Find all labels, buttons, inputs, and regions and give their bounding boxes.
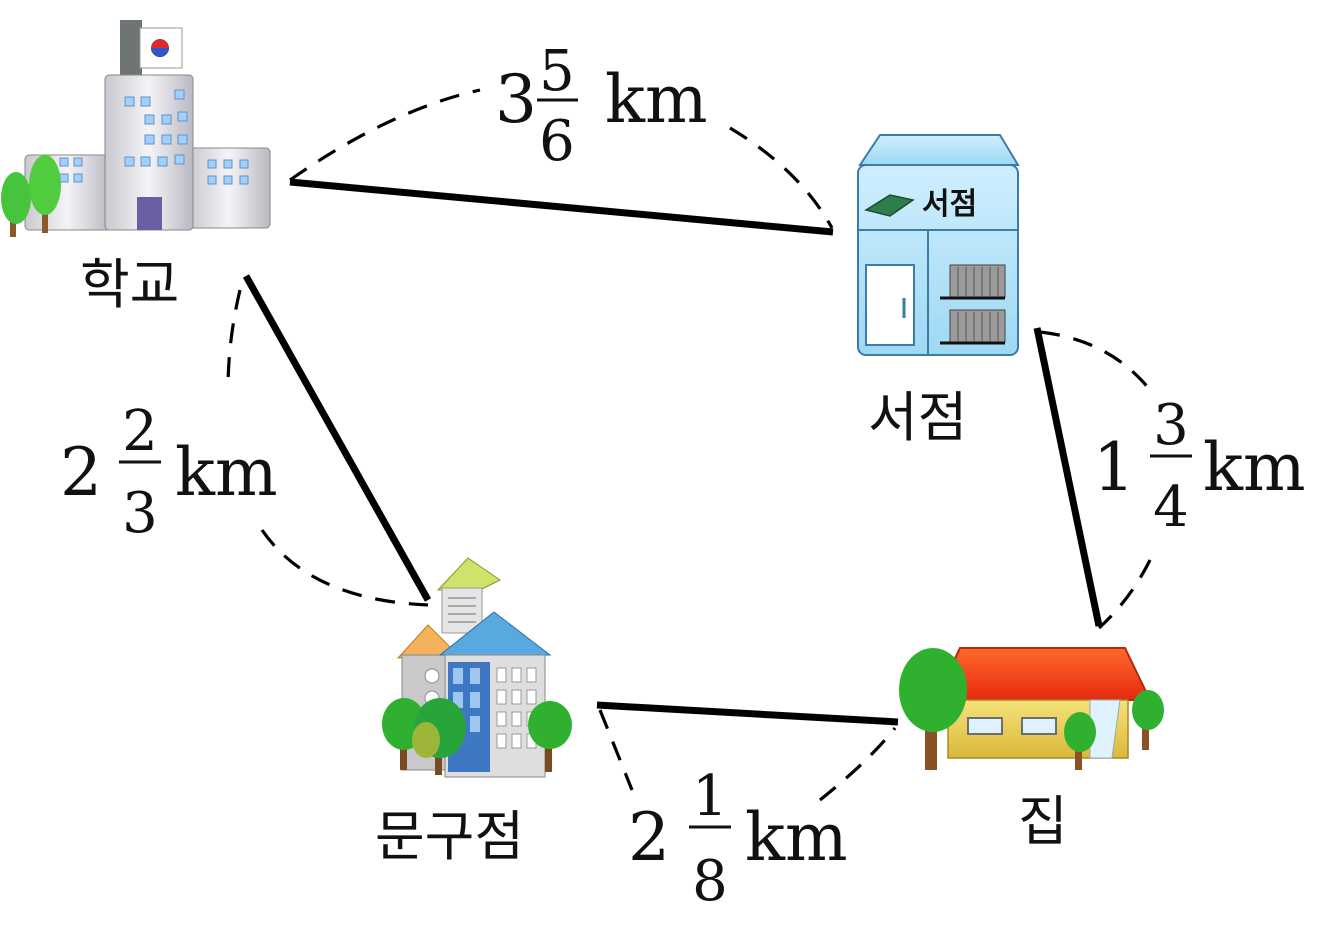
arc-stationery-home bbox=[598, 709, 634, 791]
label-bookstore: 서점 bbox=[868, 386, 967, 449]
distance-denominator: 3 bbox=[122, 481, 158, 546]
distance-whole: 1 bbox=[1093, 429, 1135, 506]
distance-denominator: 4 bbox=[1153, 475, 1189, 540]
label-home: 집 bbox=[1018, 790, 1068, 853]
arc-stationery-home-right bbox=[819, 727, 897, 802]
label-school: 학교 bbox=[80, 253, 179, 316]
arc-bookstore-home bbox=[1039, 330, 1152, 391]
bookstore-icon: 서점 bbox=[857, 134, 1020, 356]
distance-whole: 2 bbox=[628, 799, 670, 876]
school-icon bbox=[1, 20, 271, 237]
distance-whole: 2 bbox=[60, 434, 102, 511]
route-stationery-home bbox=[596, 701, 899, 726]
distance-stationery-home: 2 1 8 km bbox=[628, 764, 848, 914]
distance-whole: 3 bbox=[495, 61, 537, 138]
distance-denominator: 8 bbox=[692, 849, 728, 914]
arc-school-stationery-lower bbox=[260, 529, 429, 607]
route-bookstore-home bbox=[1033, 327, 1103, 627]
distance-denominator: 6 bbox=[539, 109, 575, 174]
home-icon bbox=[899, 647, 1164, 770]
distance-unit: km bbox=[745, 799, 848, 876]
distance-unit: km bbox=[175, 434, 278, 511]
distance-unit: km bbox=[605, 61, 708, 138]
distance-school-stationery: 2 2 3 km bbox=[60, 399, 278, 546]
stationery-store-icon bbox=[382, 557, 572, 778]
distance-unit: km bbox=[1203, 429, 1306, 506]
route-school-stationery bbox=[242, 274, 432, 602]
arc-bookstore-home-lower bbox=[1097, 559, 1152, 630]
route-school-bookstore bbox=[289, 178, 834, 236]
label-stationery: 문구점 bbox=[375, 805, 524, 868]
distance-numerator: 1 bbox=[692, 764, 728, 829]
distance-numerator: 3 bbox=[1153, 393, 1189, 458]
arc-school-bookstore-right bbox=[729, 126, 834, 229]
distance-bookstore-home: 1 3 4 km bbox=[1093, 393, 1306, 540]
bookstore-sign: 서점 bbox=[922, 187, 977, 222]
distance-school-bookstore: 3 5 6 km bbox=[495, 39, 708, 174]
distance-numerator: 2 bbox=[122, 399, 158, 464]
distance-numerator: 5 bbox=[539, 39, 575, 104]
arc-school-stationery bbox=[226, 289, 242, 391]
arc-school-bookstore bbox=[289, 88, 481, 182]
